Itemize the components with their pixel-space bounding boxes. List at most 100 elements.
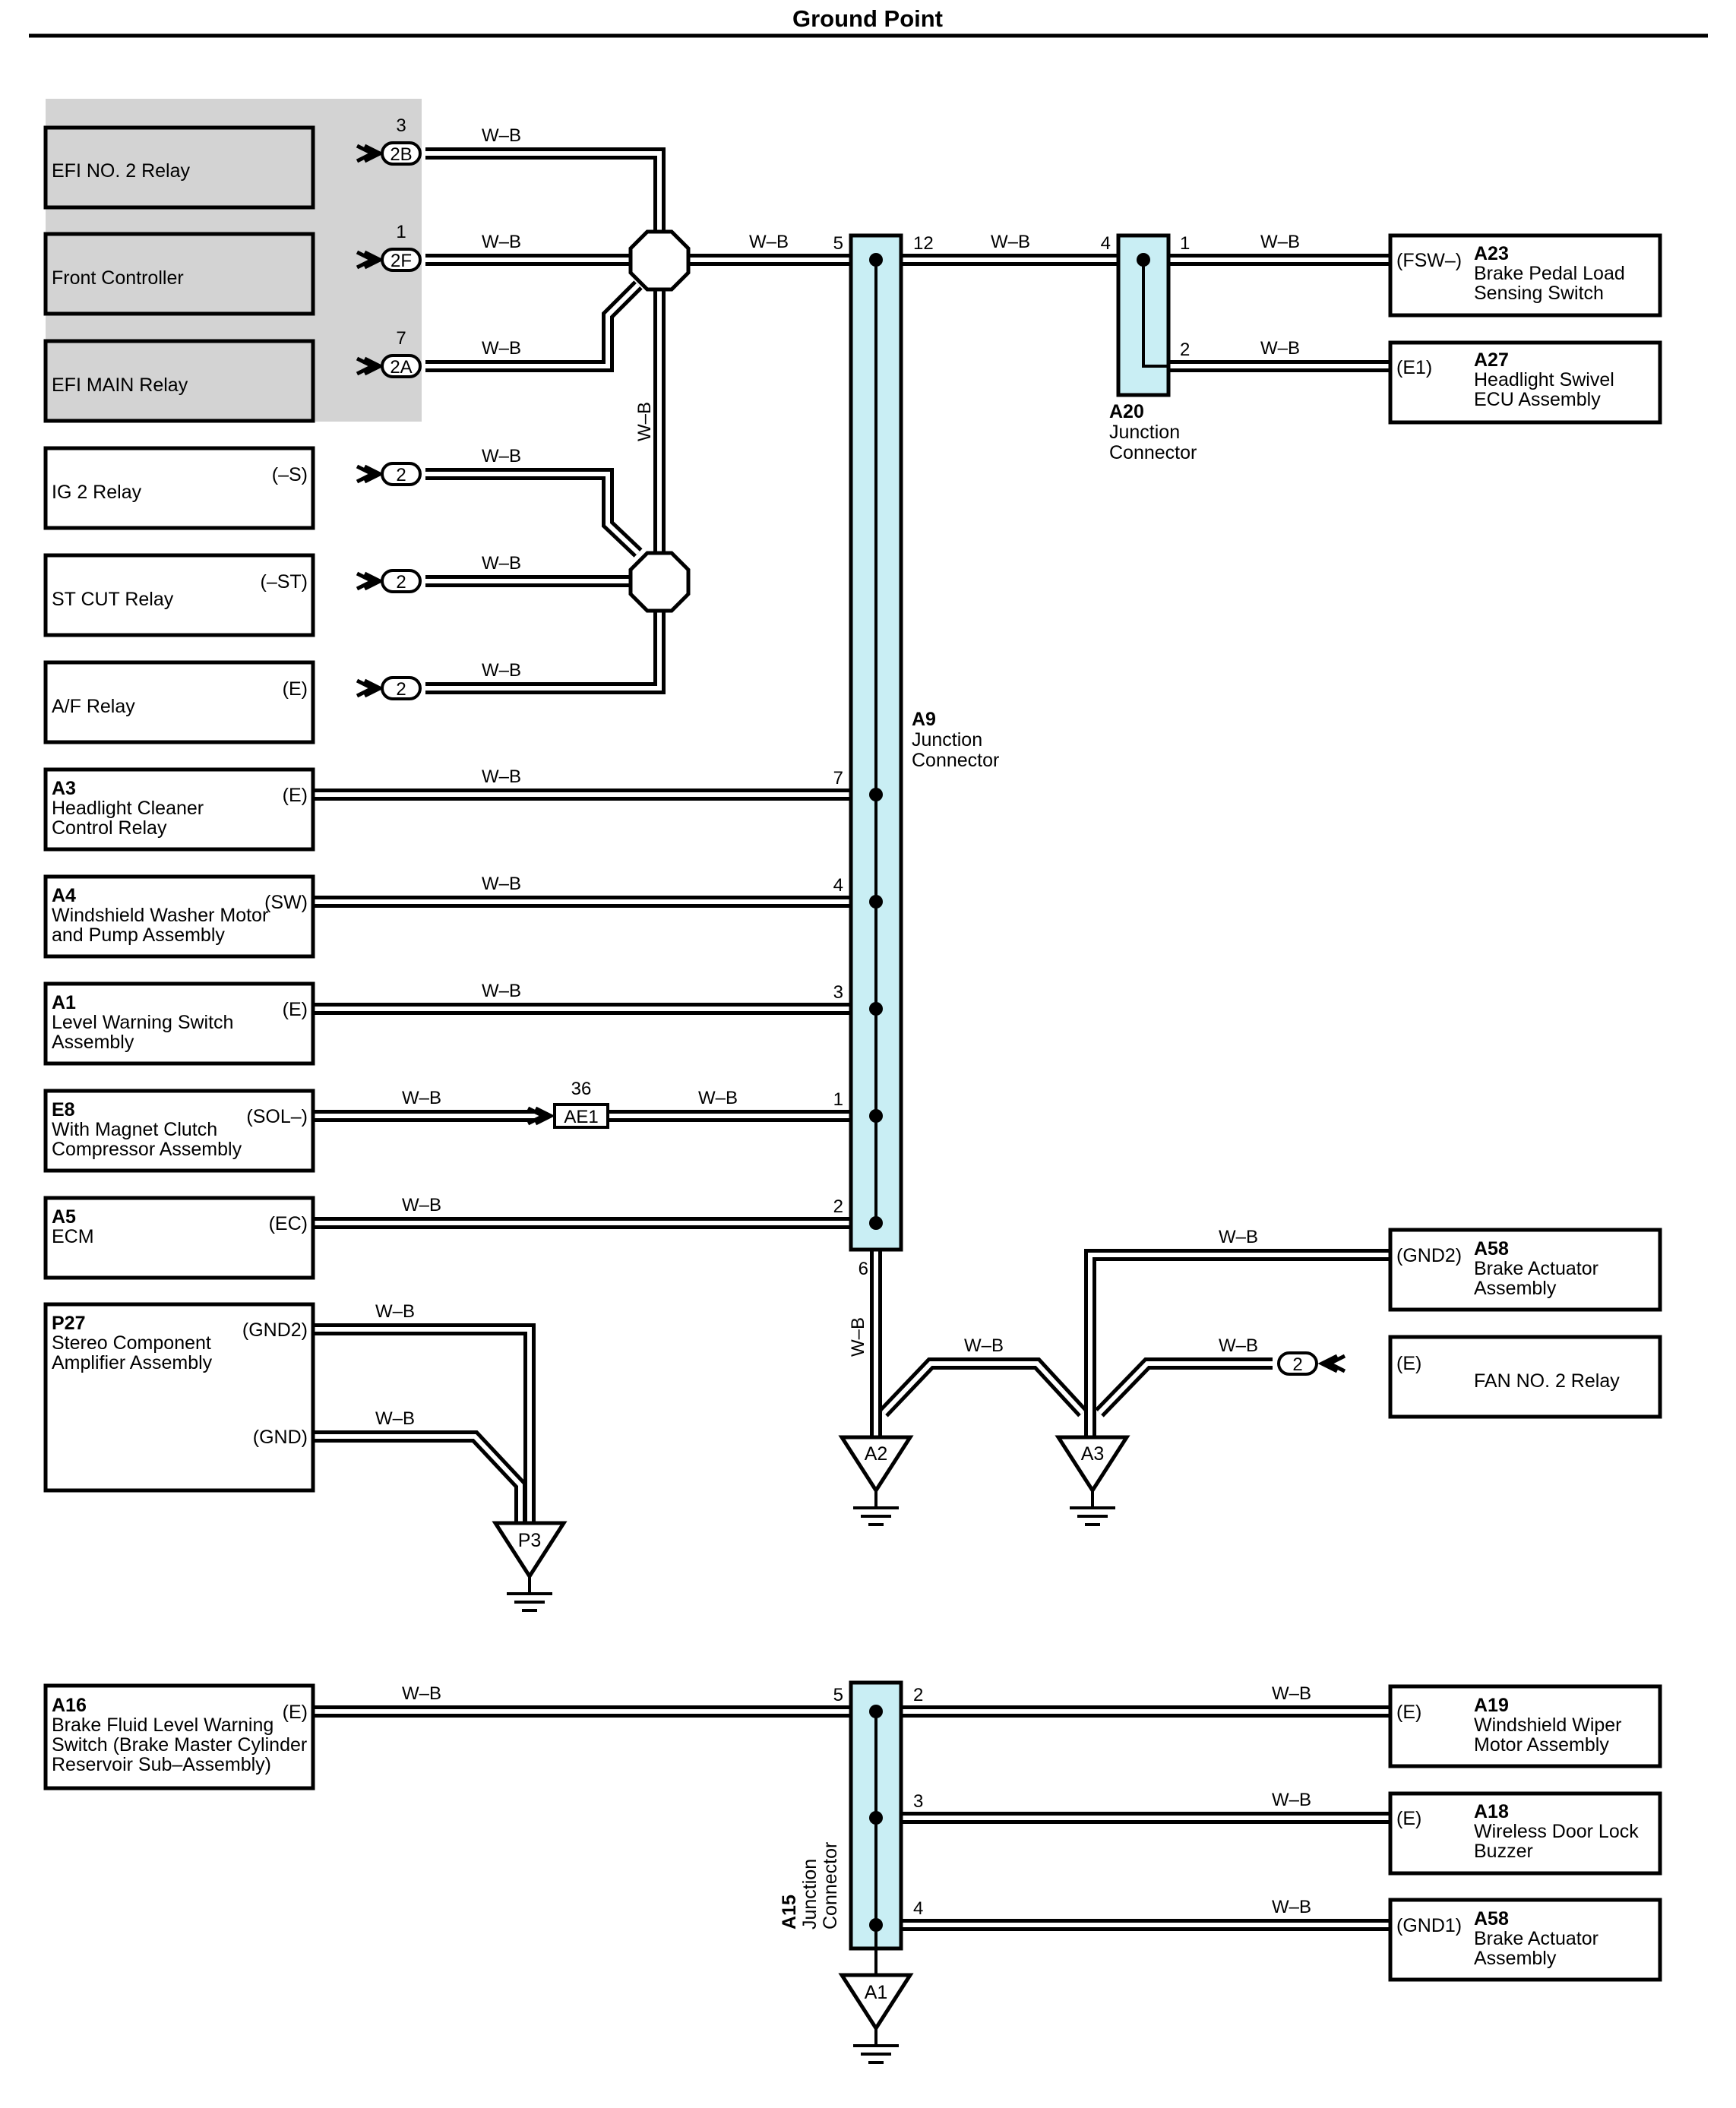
svg-text:W–B: W–B [482,874,521,894]
svg-text:Assembly: Assembly [52,1032,134,1053]
svg-text:1: 1 [396,222,406,242]
component-a58-brake-actuator-gnd2: (GND2) A58 Brake Actuator Assembly [1388,1228,1662,1312]
svg-text:W–B: W–B [848,1317,868,1357]
svg-text:2: 2 [396,572,406,593]
svg-text:(EC): (EC) [269,1213,308,1234]
svg-text:(E): (E) [283,678,308,700]
svg-text:W–B: W–B [482,766,521,787]
svg-text:W–B: W–B [964,1335,1004,1356]
svg-text:Connector: Connector [1109,442,1197,463]
svg-text:12: 12 [913,233,934,254]
svg-text:EFI MAIN Relay: EFI MAIN Relay [52,375,188,396]
svg-text:W–B: W–B [482,232,521,252]
svg-text:(–ST): (–ST) [261,571,308,593]
svg-text:(E1): (E1) [1396,357,1432,378]
svg-text:W–B: W–B [1260,338,1300,359]
svg-text:36: 36 [571,1079,592,1099]
svg-text:Headlight Cleaner: Headlight Cleaner [52,798,204,819]
svg-text:ECM: ECM [52,1226,94,1247]
svg-text:A4: A4 [52,885,76,906]
component-a58-brake-actuator-gnd1: (GND1) A58 Brake Actuator Assembly [1388,1898,1662,1982]
component-a23-brake-pedal-switch: (FSW–) A23 Brake Pedal Load Sensing Swit… [1388,233,1662,318]
svg-text:Assembly: Assembly [1474,1948,1557,1969]
svg-text:7: 7 [833,768,843,789]
svg-text:Control Relay: Control Relay [52,817,167,839]
svg-text:A23: A23 [1474,243,1509,264]
svg-text:Buzzer: Buzzer [1474,1841,1533,1862]
component-efi-no2-relay: EFI NO. 2 Relay [43,125,315,210]
svg-text:2F: 2F [391,251,412,271]
svg-text:Brake Pedal Load: Brake Pedal Load [1474,263,1625,284]
component-st-cut-relay: ST CUT Relay (–ST) [43,553,315,637]
svg-text:W–B: W–B [482,553,521,574]
svg-text:(SW): (SW) [264,892,308,913]
svg-text:Windshield Washer Motor: Windshield Washer Motor [52,905,268,926]
svg-text:W–B: W–B [482,338,521,359]
component-a18-door-lock-buzzer: (E) A18 Wireless Door Lock Buzzer [1388,1791,1662,1876]
svg-text:W–B: W–B [482,660,521,681]
component-p27-stereo-amplifier: P27 Stereo Component Amplifier Assembly … [43,1302,315,1493]
svg-text:(FSW–): (FSW–) [1396,250,1462,271]
svg-text:A1: A1 [52,992,76,1013]
svg-text:Junction: Junction [912,729,982,751]
svg-text:(–S): (–S) [272,464,308,485]
svg-text:2: 2 [396,679,406,700]
svg-text:A19: A19 [1474,1695,1509,1716]
component-efi-main-relay: EFI MAIN Relay [43,339,315,423]
ground-point-a2: A2 [838,1435,914,1526]
svg-text:Brake Actuator: Brake Actuator [1474,1258,1598,1279]
svg-text:W–B: W–B [375,1408,415,1429]
svg-text:Reservoir Sub–Assembly): Reservoir Sub–Assembly) [52,1754,271,1775]
svg-text:AE1: AE1 [564,1107,598,1127]
svg-text:Windshield Wiper: Windshield Wiper [1474,1715,1622,1736]
svg-text:A58: A58 [1474,1908,1509,1929]
junction-connector-a9 [849,233,903,1252]
svg-text:P27: P27 [52,1313,85,1334]
component-a3-headlight-cleaner: A3 Headlight Cleaner Control Relay (E) [43,767,315,852]
svg-text:Amplifier Assembly: Amplifier Assembly [52,1352,213,1373]
svg-text:1: 1 [833,1089,843,1110]
page-title: Ground Point [792,5,943,32]
svg-text:(GND): (GND) [253,1427,308,1448]
svg-text:IG 2 Relay: IG 2 Relay [52,482,142,503]
svg-text:A16: A16 [52,1695,87,1716]
wire-labels: W–B W–B W–B W–B W–B W–B W–B W–B W–B W–B … [375,125,1311,1917]
component-ig2-relay: IG 2 Relay (–S) [43,446,315,530]
svg-text:ST CUT Relay: ST CUT Relay [52,589,174,610]
svg-text:(GND1): (GND1) [1396,1915,1462,1936]
ground-point-p3: P3 [492,1521,568,1612]
component-a5-ecm: A5 ECM (EC) [43,1196,315,1280]
svg-text:Front Controller: Front Controller [52,267,184,289]
svg-text:W–B: W–B [402,1088,441,1108]
svg-text:5: 5 [833,233,843,254]
svg-text:W–B: W–B [1219,1335,1258,1356]
ground-point-a1: A1 [838,1973,914,2064]
svg-text:(E): (E) [283,785,308,806]
svg-text:Sensing Switch: Sensing Switch [1474,283,1604,304]
component-front-controller: Front Controller [43,232,315,316]
svg-text:Junction: Junction [1109,422,1180,443]
svg-text:A20: A20 [1109,401,1144,422]
svg-text:P3: P3 [518,1530,542,1551]
svg-text:W–B: W–B [1272,1897,1311,1917]
component-af-relay: A/F Relay (E) [43,660,315,744]
svg-text:(E): (E) [283,999,308,1020]
svg-text:W–B: W–B [402,1195,441,1215]
svg-text:Connector: Connector [820,1842,841,1929]
ground-point-a3: A3 [1055,1435,1130,1526]
svg-text:FAN NO. 2 Relay: FAN NO. 2 Relay [1474,1370,1620,1392]
component-a1-level-warning: A1 Level Warning Switch Assembly (E) [43,981,315,1066]
svg-text:W–B: W–B [482,125,521,146]
svg-text:(GND2): (GND2) [242,1319,308,1341]
svg-text:Switch (Brake Master Cylinder: Switch (Brake Master Cylinder [52,1734,307,1756]
svg-text:A27: A27 [1474,349,1509,371]
wires [313,147,1390,1931]
svg-text:4: 4 [1101,233,1111,254]
component-e8-compressor: E8 With Magnet Clutch Compressor Assembl… [43,1089,315,1173]
svg-text:Junction: Junction [799,1859,821,1929]
svg-text:W–B: W–B [1260,232,1300,252]
svg-text:W–B: W–B [375,1301,415,1322]
svg-text:EFI NO. 2 Relay: EFI NO. 2 Relay [52,160,190,182]
